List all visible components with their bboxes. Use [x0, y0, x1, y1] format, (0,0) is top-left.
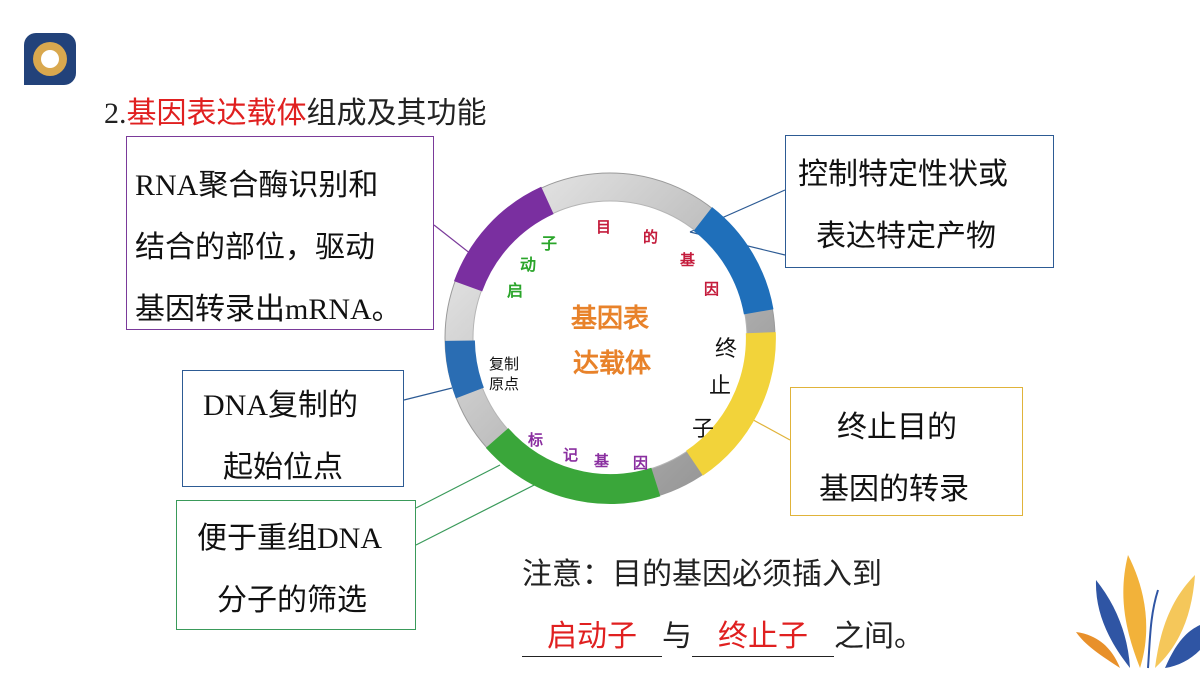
origin-segment: [444, 340, 485, 399]
center-label-line2: 达载体: [573, 349, 652, 379]
origin-label-line2: 原点: [489, 375, 519, 393]
target-gene-function-box: 控制特定性状或 表达特定产物: [785, 135, 1054, 268]
terminator-char-3: 子: [692, 417, 714, 442]
promoter-char-3: 子: [541, 234, 557, 253]
target-gene-char-4: 因: [704, 280, 719, 298]
terminator-char-2: 止: [709, 374, 731, 399]
origin-function-box: DNA复制的 起始位点: [182, 370, 404, 487]
marker-gene-segment: [485, 427, 661, 505]
answer-blank-promoter: 启动子: [522, 618, 662, 657]
origin-label-line1: 复制: [489, 355, 519, 373]
logo-icon: [24, 33, 76, 85]
marker-gene-char-1: 标: [527, 431, 543, 449]
center-label-line1: 基因表: [571, 304, 650, 334]
connector-origin: [403, 387, 453, 401]
marker-gene-function-box: 便于重组DNA 分子的筛选: [176, 500, 416, 630]
marker-gene-char-3: 基: [593, 452, 610, 470]
target-gene-segment: [693, 207, 774, 315]
promoter-function-box: RNA聚合酶识别和 结合的部位，驱动 基因转录出mRNA。: [126, 136, 434, 330]
terminator-char-1: 终: [715, 337, 737, 362]
page-title: 2.基因表达载体组成及其功能: [104, 96, 487, 131]
connector-selection-a: [415, 477, 549, 546]
terminator-segment: [685, 332, 776, 476]
terminator-function-box: 终止目的 基因的转录: [790, 387, 1023, 516]
promoter-char-2: 动: [520, 255, 536, 274]
answer-blank-terminator: 终止子: [692, 618, 834, 657]
promoter-segment: [454, 186, 554, 292]
target-gene-char-2: 的: [643, 228, 658, 246]
target-gene-char-1: 目: [596, 218, 611, 236]
marker-gene-char-2: 记: [563, 446, 578, 464]
connector-selection-b: [415, 464, 501, 509]
note-text: 注意：目的基因必须插入到: [522, 557, 882, 592]
title-highlight: 基因表达载体: [126, 96, 307, 131]
marker-gene-char-4: 因: [633, 454, 648, 472]
note-answer-line: 启动子与终止子之间。: [522, 611, 924, 657]
promoter-char-1: 启: [507, 281, 523, 300]
target-gene-char-3: 基: [679, 251, 696, 269]
leaf-decoration-icon: [1076, 555, 1200, 669]
